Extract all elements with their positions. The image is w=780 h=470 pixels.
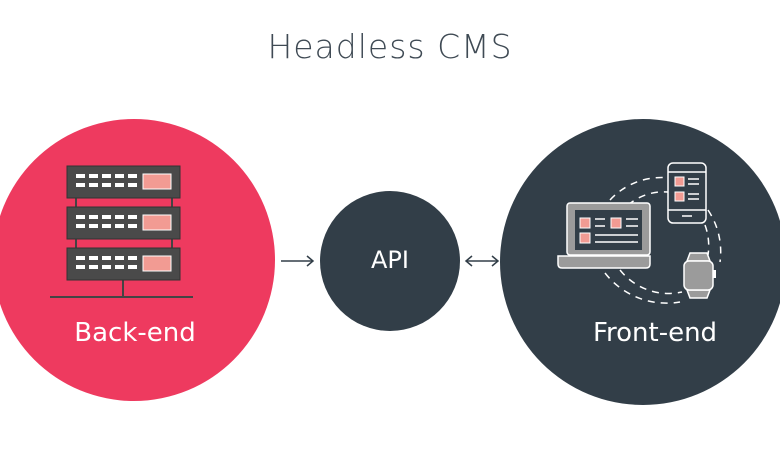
server-rack-icon	[50, 165, 193, 298]
server-unit	[66, 247, 181, 281]
backend-label: Back-end	[74, 318, 196, 348]
api-circle	[320, 191, 460, 331]
arrow-right-icon	[281, 255, 315, 267]
frontend-label: Front-end	[592, 318, 718, 348]
server-unit	[66, 206, 181, 240]
devices-icon	[557, 162, 722, 304]
page-title: Headless CMS	[267, 27, 513, 66]
arrow-bidirectional-icon	[464, 255, 500, 267]
server-unit	[66, 165, 181, 199]
api-label: API	[371, 246, 409, 274]
